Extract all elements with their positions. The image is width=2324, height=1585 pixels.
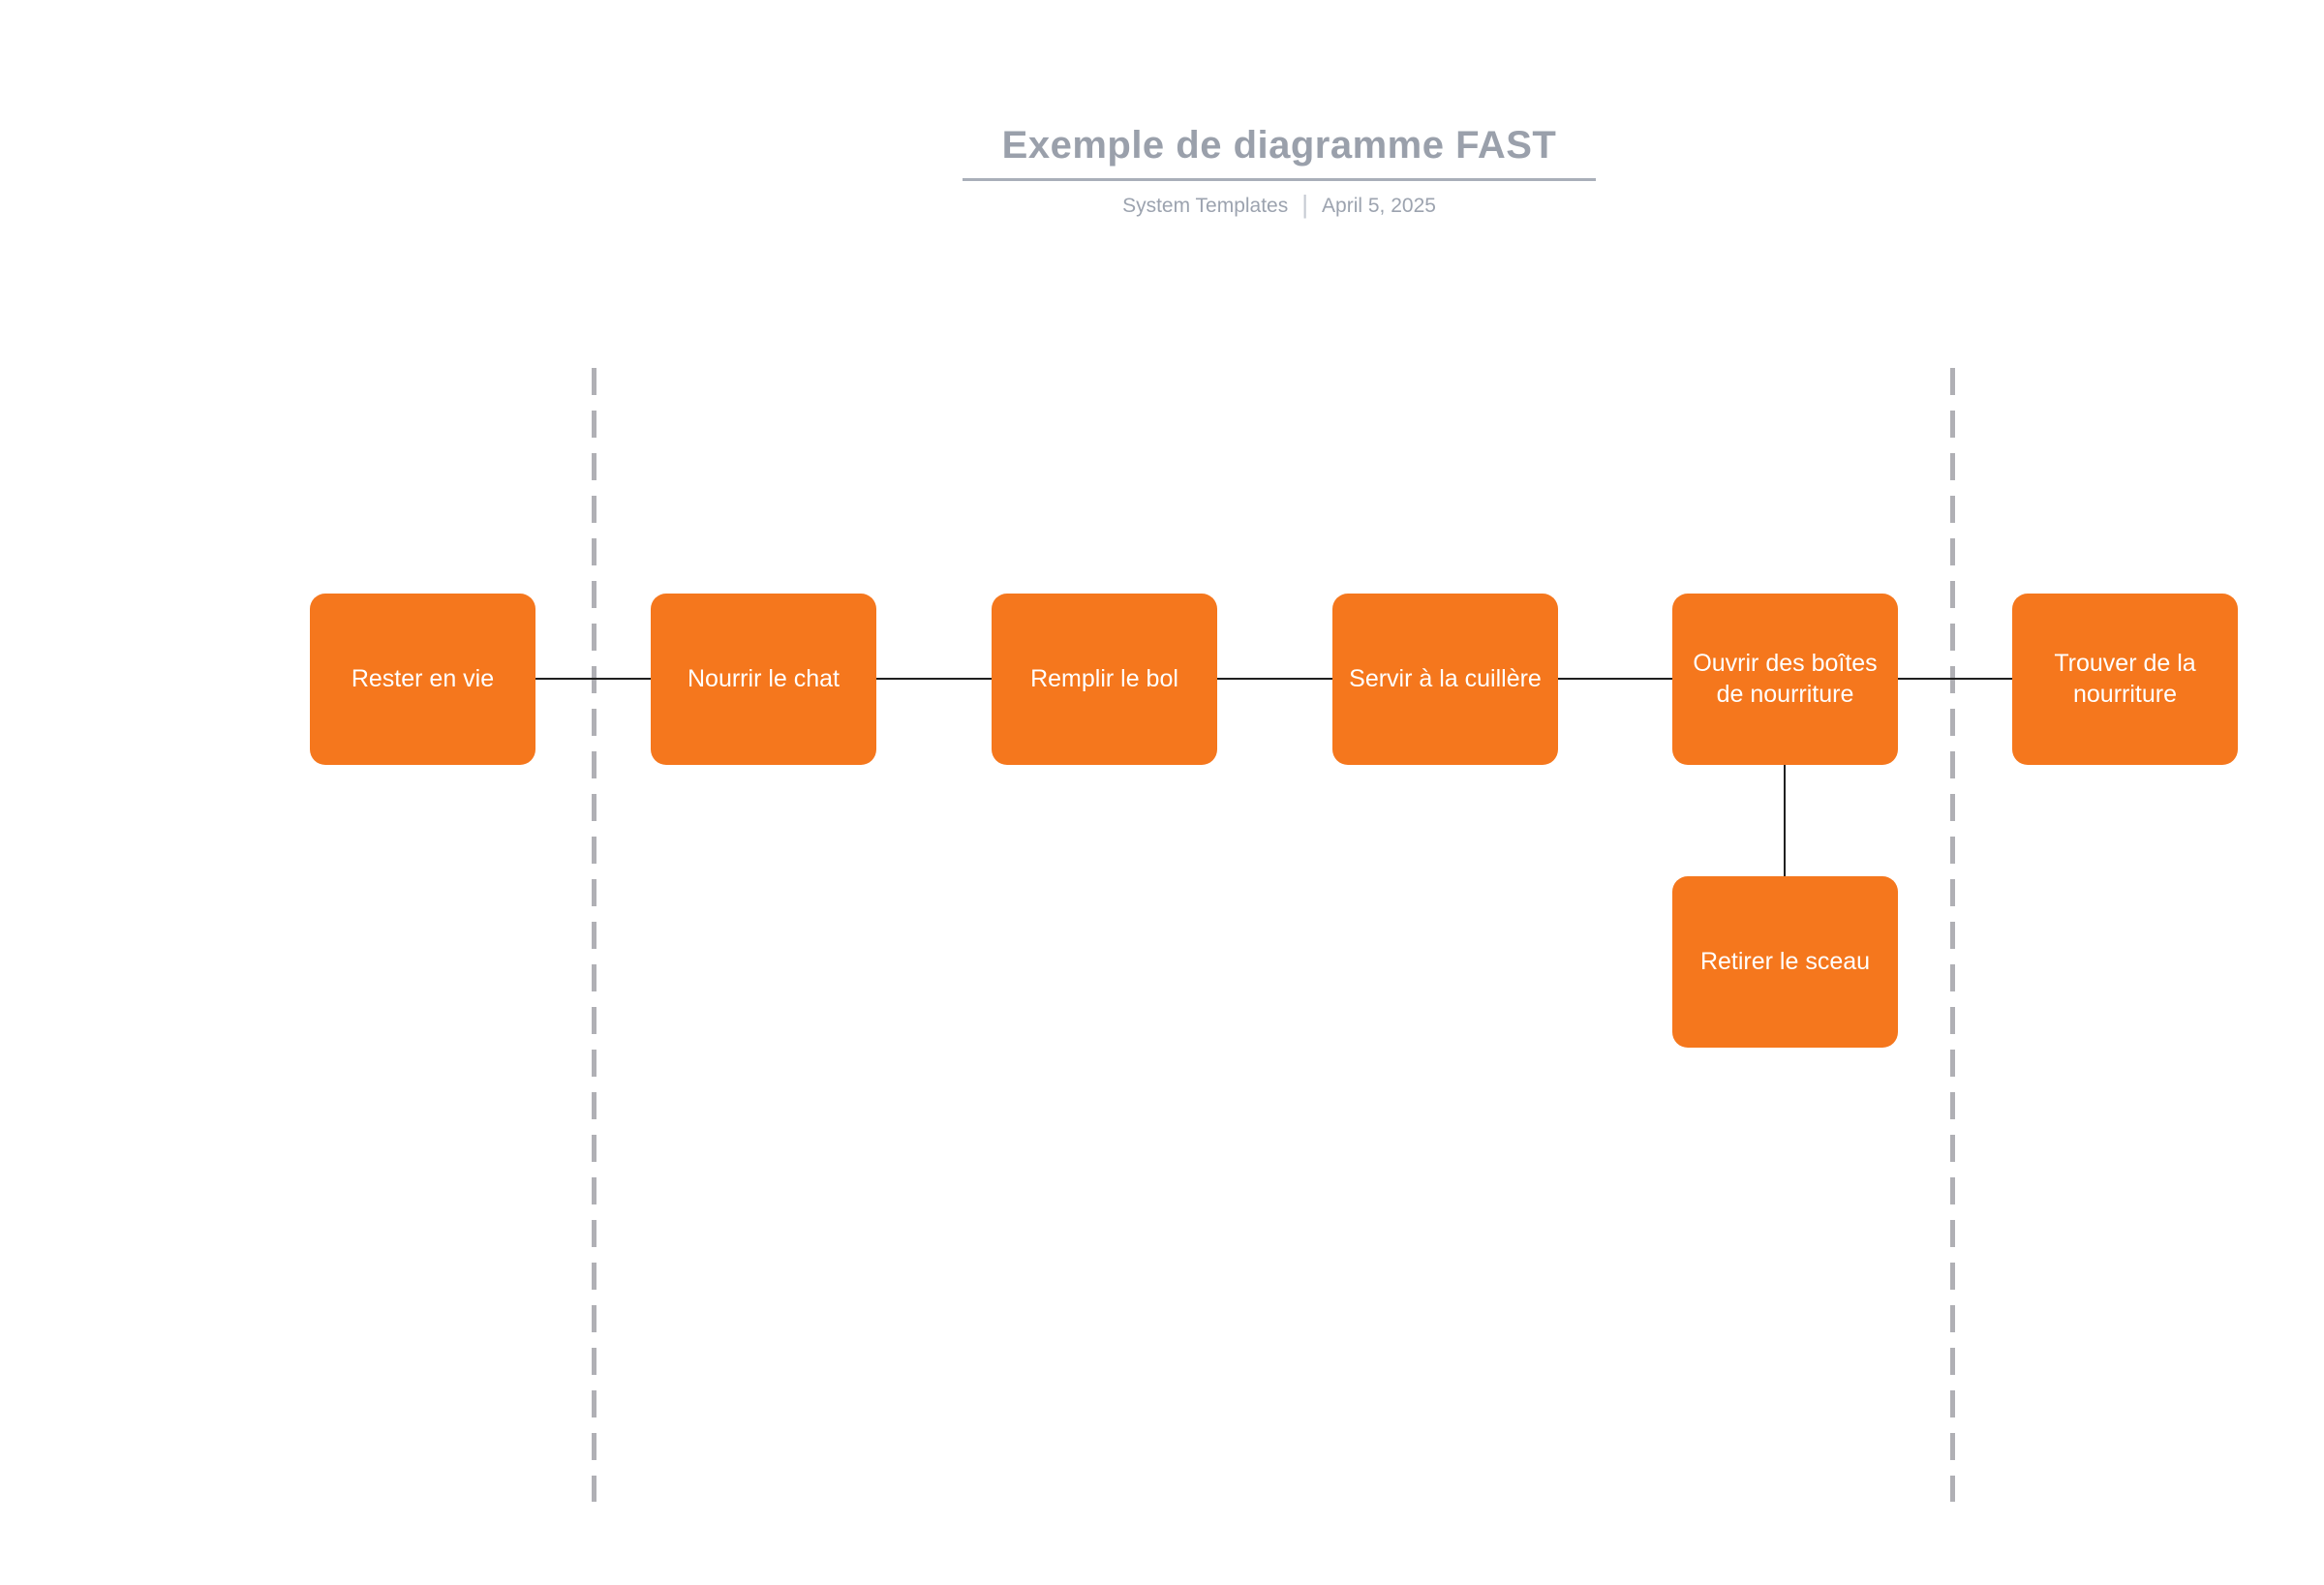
connector-nourrir-remplir — [876, 678, 992, 680]
node-ouvrir-des-boites[interactable]: Ouvrir des boîtes de nourriture — [1672, 594, 1898, 765]
node-servir-a-la-cuillere[interactable]: Servir à la cuillère — [1332, 594, 1558, 765]
connector-rester-nourrir — [535, 678, 651, 680]
diagram-title: Exemple de diagramme FAST — [963, 122, 1596, 181]
scope-line-right — [1950, 368, 1955, 1502]
diagram-header: Exemple de diagramme FAST System Templat… — [963, 122, 1596, 223]
node-retirer-le-sceau[interactable]: Retirer le sceau — [1672, 876, 1898, 1048]
header-author: System Templates — [1122, 195, 1289, 218]
node-remplir-le-bol[interactable]: Remplir le bol — [992, 594, 1217, 765]
node-trouver-de-la-nourriture[interactable]: Trouver de la nourriture — [2012, 594, 2238, 765]
header-separator-bar: | — [1301, 190, 1309, 219]
node-label: Ouvrir des boîtes de nourriture — [1693, 650, 1878, 708]
node-nourrir-le-chat[interactable]: Nourrir le chat — [651, 594, 876, 765]
diagram-subtitle: System Templates | April 5, 2025 — [963, 190, 1596, 223]
node-label: Rester en vie — [351, 664, 495, 692]
scope-line-left — [592, 368, 596, 1502]
node-label: Servir à la cuillère — [1349, 664, 1542, 692]
connector-ouvrir-retirer — [1784, 765, 1786, 876]
connector-remplir-servir — [1217, 678, 1332, 680]
node-label: Nourrir le chat — [688, 664, 840, 692]
node-label: Remplir le bol — [1030, 664, 1178, 692]
node-label: Trouver de la nourriture — [2054, 650, 2196, 708]
node-label: Retirer le sceau — [1699, 947, 1871, 975]
connector-ouvrir-trouver — [1898, 678, 2012, 680]
node-rester-en-vie[interactable]: Rester en vie — [310, 594, 535, 765]
connector-servir-ouvrir — [1558, 678, 1672, 680]
header-date: April 5, 2025 — [1322, 195, 1436, 218]
